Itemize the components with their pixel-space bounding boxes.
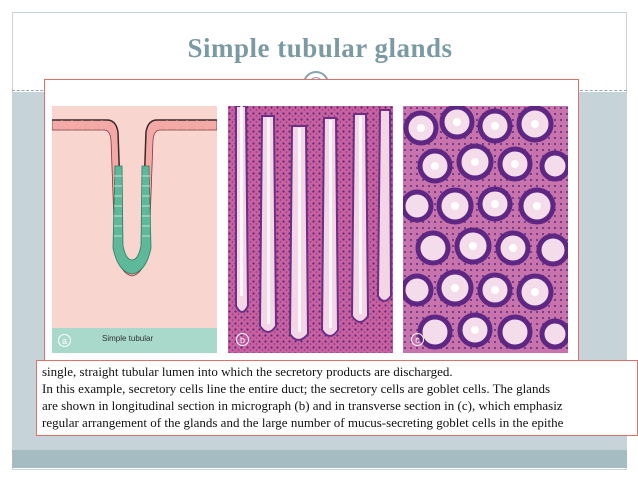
panel-c-micrograph: c (403, 106, 568, 353)
slide-footer-bar (12, 450, 627, 468)
description-line-3: are shown in longitudinal section in mic… (42, 398, 563, 413)
description-line-1: single, straight tubular lumen into whic… (42, 364, 453, 379)
panel-b-micrograph: b (228, 106, 393, 353)
panel-a-diagram: a Simple tubular (52, 106, 217, 353)
divider-line-right (580, 90, 627, 91)
description-line-2: In this example, secretory cells line th… (42, 381, 551, 396)
description-line-4: regular arrangement of the glands and th… (42, 415, 564, 430)
panel-a-caption: Simple tubular (102, 334, 154, 343)
panel-a-letter: a (58, 334, 71, 347)
longitudinal-micrograph-icon (228, 106, 393, 353)
panel-c-letter: c (411, 333, 424, 346)
description-textbox: single, straight tubular lumen into whic… (36, 360, 638, 436)
panel-a-caption-strip: a Simple tubular (52, 328, 217, 353)
slide-title: Simple tubular glands (187, 33, 453, 63)
transverse-micrograph-icon (403, 106, 568, 353)
panel-b-letter: b (236, 333, 249, 346)
divider-line-left (12, 90, 48, 91)
gland-diagram-icon (52, 106, 217, 353)
